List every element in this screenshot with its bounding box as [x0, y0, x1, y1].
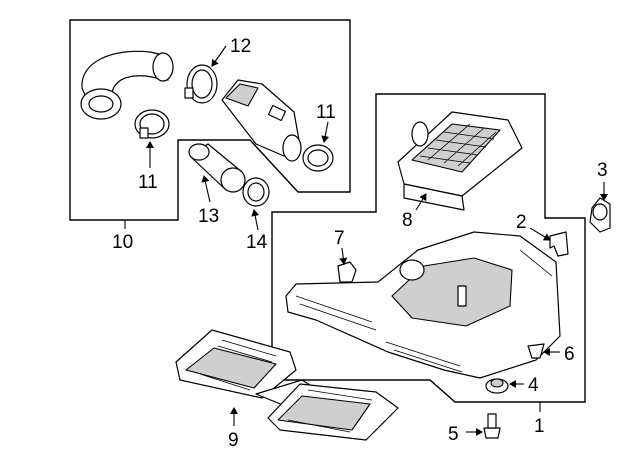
- callout-5: 5: [448, 424, 459, 445]
- callout-3: 3: [597, 160, 608, 181]
- insulator-icon: [527, 343, 545, 359]
- group-outline-1: [271, 93, 586, 403]
- leader-lines: [146, 45, 608, 436]
- hose-clamp-icon: [242, 177, 270, 207]
- bolt-icon: [483, 413, 501, 439]
- mount-icon: [589, 197, 611, 233]
- sensor-clip-icon: [337, 261, 357, 283]
- coupler-icon: [188, 143, 246, 193]
- callout-9: 9: [228, 430, 239, 451]
- duct-icon: [175, 329, 399, 441]
- callout-11-right: 11: [316, 102, 336, 123]
- callout-6: 6: [564, 344, 575, 365]
- callout-8: 8: [402, 210, 413, 231]
- hose-clamp-icon: [302, 144, 334, 172]
- callout-2: 2: [516, 212, 527, 233]
- callout-12: 12: [230, 36, 251, 57]
- callout-7: 7: [334, 228, 345, 249]
- callout-4: 4: [528, 375, 539, 396]
- curved-hose-icon: [80, 50, 174, 120]
- callout-13: 13: [198, 206, 219, 227]
- callout-10: 10: [112, 232, 133, 253]
- callout-14: 14: [246, 232, 268, 253]
- callout-11-left: 11: [138, 172, 158, 193]
- maf-housing-icon: [221, 79, 302, 162]
- group-outline-10: [69, 19, 351, 221]
- filter-element-icon: [397, 111, 523, 211]
- grommet-icon: [485, 378, 509, 394]
- callout-1: 1: [534, 416, 545, 437]
- hose-clamp-icon: [134, 109, 170, 139]
- hose-clamp-icon: [184, 64, 218, 104]
- bracket-icon: [549, 231, 569, 257]
- airbox-tray-icon: [285, 231, 561, 379]
